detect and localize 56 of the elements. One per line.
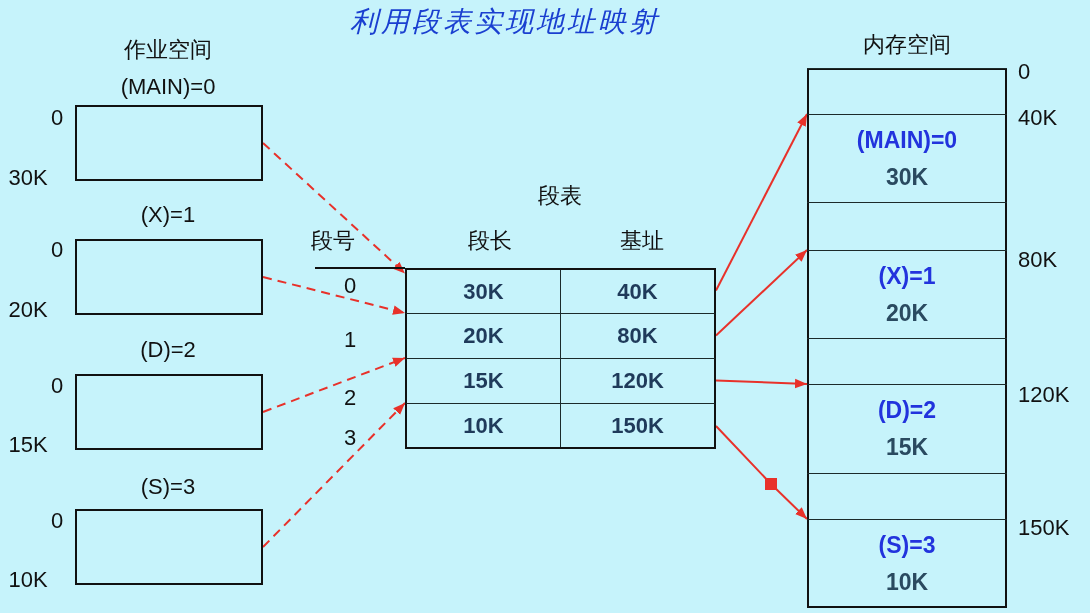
segment-name: (X)=1 [878,264,936,288]
memory-title: 内存空间 [863,34,951,56]
table-row [405,403,716,449]
address-label: 40K [1018,107,1058,129]
segment-label: (S)=3 [140,476,196,498]
dashed-arrow [262,402,406,548]
column-header: 段号 [311,230,355,252]
table-row [405,268,716,313]
length-value: 15K [407,359,561,403]
arrow [715,113,808,292]
base-address-value: 40K [616,277,659,306]
arrow [715,249,808,337]
segment-number: 2 [343,387,357,409]
arrow [715,378,808,389]
dashed-arrow [262,357,406,413]
segment-name: (D)=2 [877,399,937,422]
arrow [715,425,808,520]
length-value: 30K [407,270,561,313]
address-label: 0 [50,107,64,129]
space-title: 作业空间 [124,39,212,61]
column-header: 段长 [468,230,512,252]
segment-number: 1 [343,329,357,351]
address-label: 0 [50,375,64,397]
base-address-value: 120K [610,367,665,395]
column-header: 基址 [620,230,664,252]
table-row [405,358,716,403]
table-title: 段表 [538,185,582,207]
segment-size: 10K [885,571,929,594]
address-label: 120K [1018,384,1070,406]
segment-label: (MAIN)=0 [120,76,216,98]
segment-name: (S)=3 [878,534,936,557]
segment-number: 0 [343,275,357,297]
segment-size: 20K [885,301,929,325]
segment-name: (MAIN)=0 [856,128,958,152]
address-label: 20K [8,299,48,321]
diagram-title: 利用段表实现地址映射 [350,8,660,36]
length-value: 20K [407,314,561,358]
base-address-value: 80K [616,322,659,350]
address-label: 10K [8,569,48,591]
segment-label: (X)=1 [140,204,196,226]
table-row [405,313,716,358]
address-label: 0 [50,510,64,532]
address-label: 0 [1018,61,1031,83]
length-value: 10K [407,404,561,447]
segment-number: 3 [343,427,357,449]
address-label: 0 [50,239,64,261]
address-label: 15K [8,434,48,456]
address-label: 30K [8,167,48,189]
segment-label: (D)=2 [140,339,196,361]
dashed-arrow [262,142,406,275]
address-label: 150K [1018,517,1070,539]
segment-size: 15K [885,436,929,459]
dashed-arrow [262,276,406,315]
base-address-value: 150K [610,411,665,440]
segment-size: 30K [885,165,929,189]
address-label: 80K [1018,249,1058,271]
